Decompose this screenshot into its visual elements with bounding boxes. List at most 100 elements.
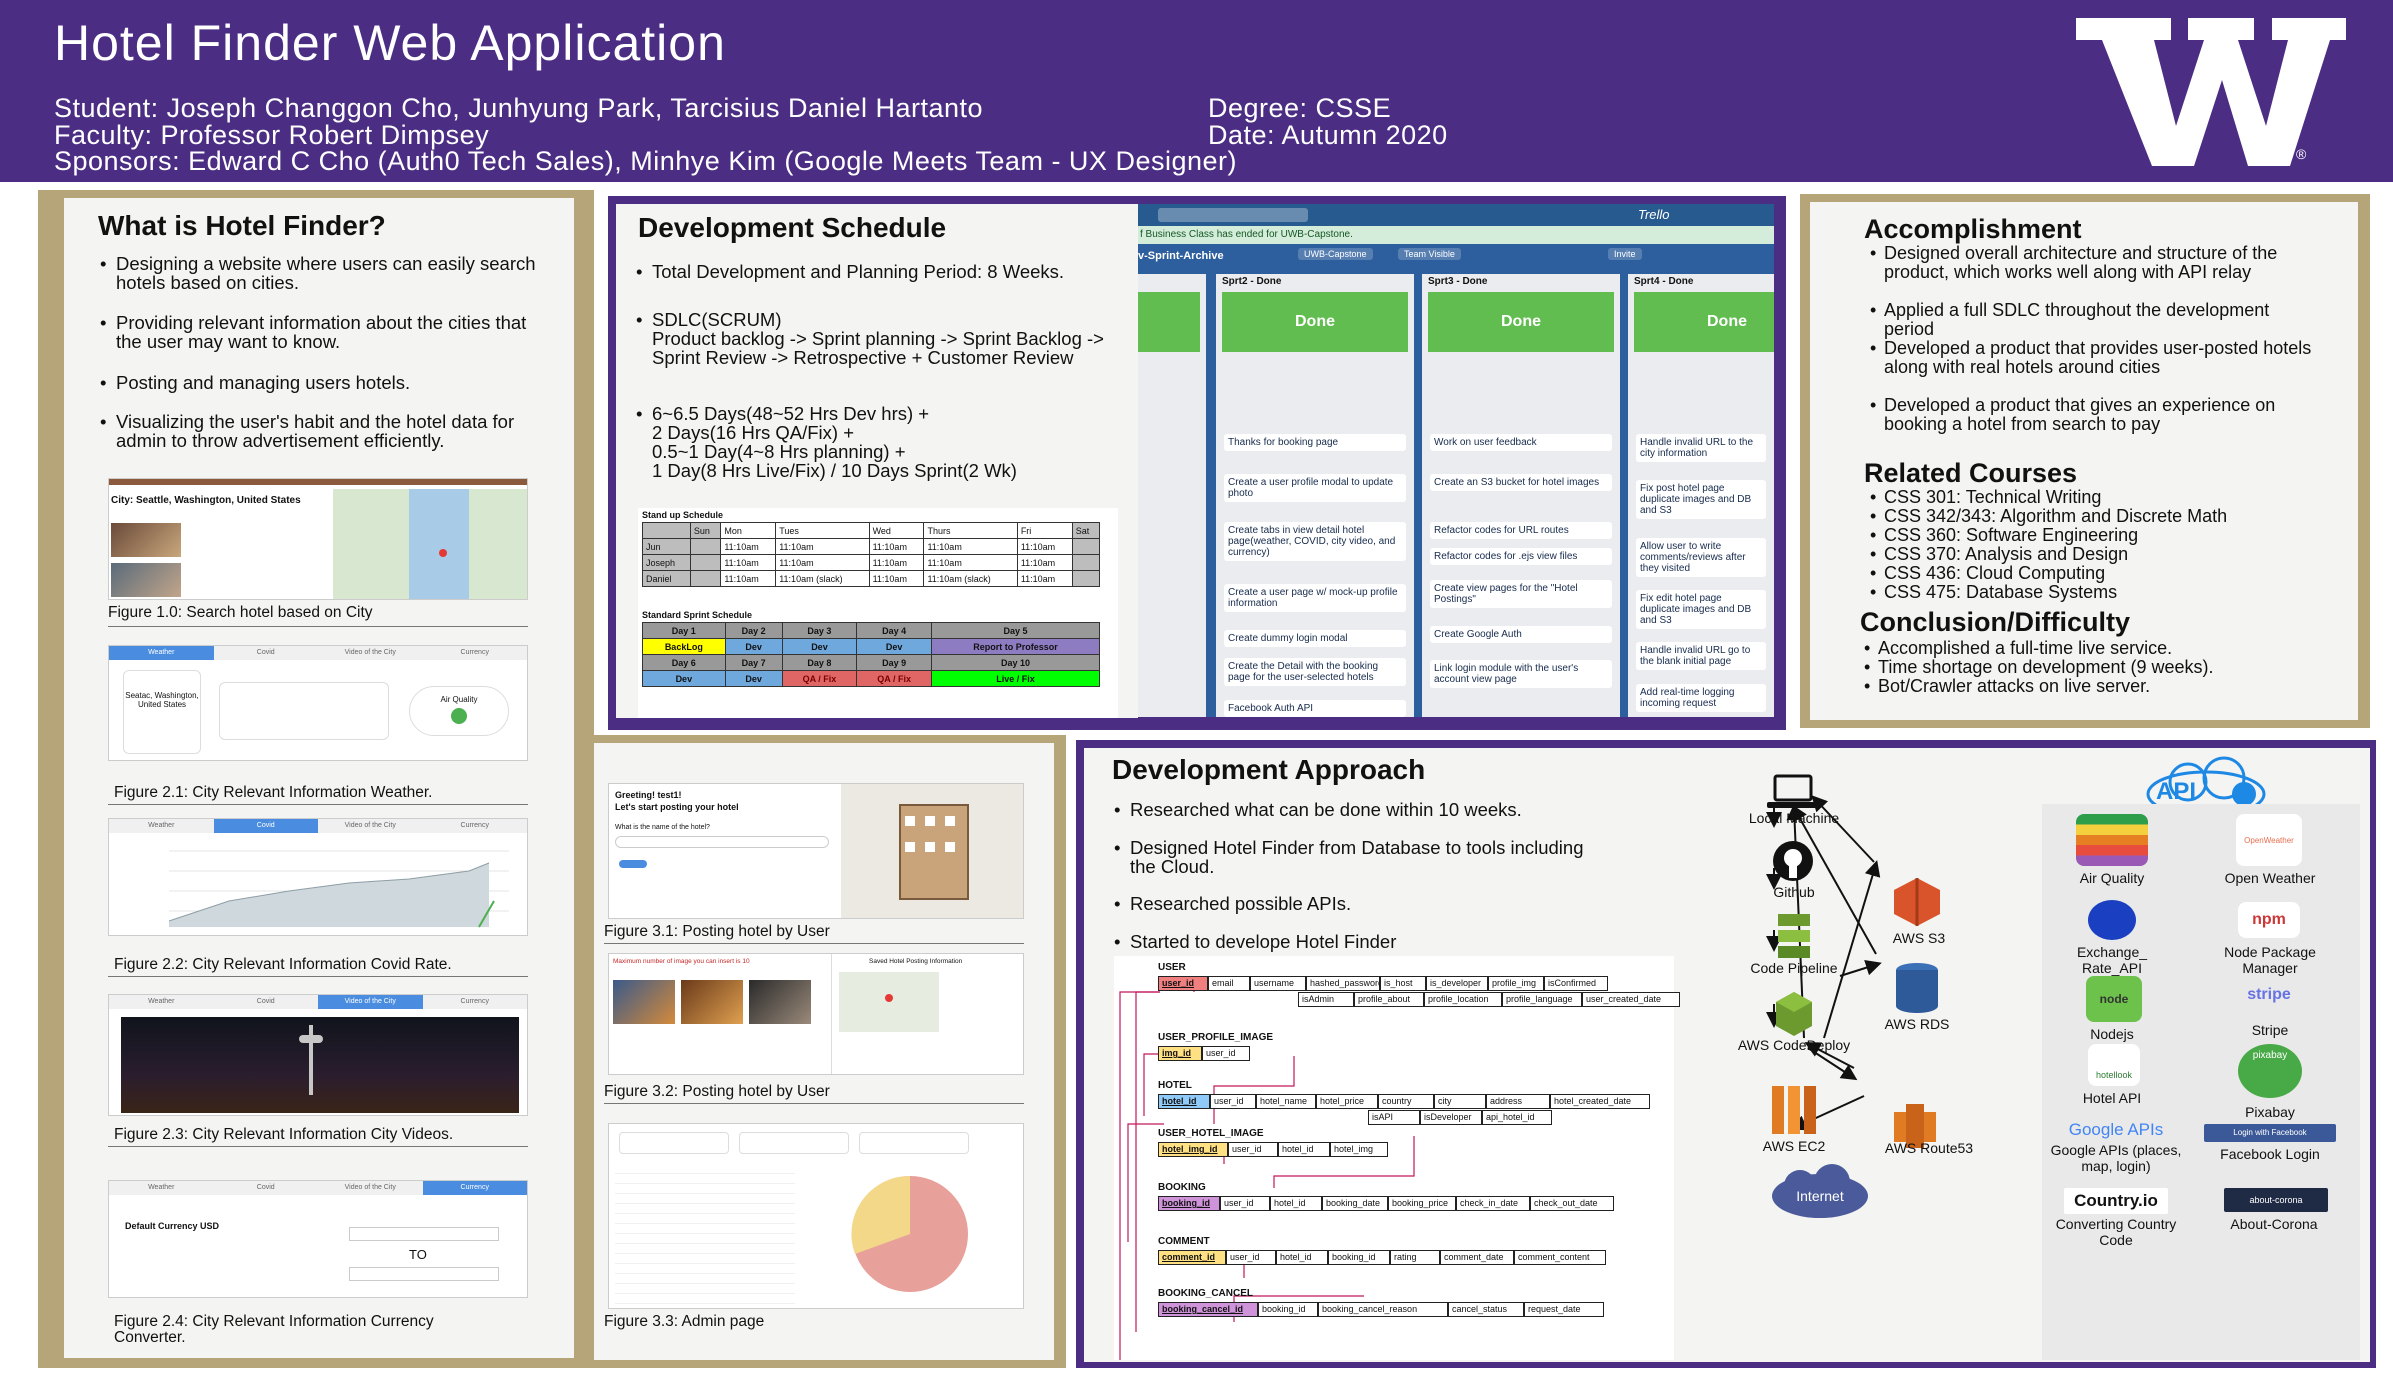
- trello-card[interactable]: Fix edit hotel page duplicate images and…: [1636, 590, 1766, 629]
- standup-cell: [689, 554, 722, 571]
- tab-video[interactable]: Video of the City: [344, 649, 396, 656]
- standup-cell: 11:10am: [720, 554, 777, 571]
- schedule-bullet-2: •SDLC(SCRUM)Product backlog -> Sprint pl…: [636, 309, 1104, 368]
- local-machine-label: Local Machine: [1748, 810, 1840, 826]
- sprint-day-cell: Day 5: [930, 622, 1101, 639]
- trello-card[interactable]: Create dummy login modal: [1224, 630, 1406, 647]
- tab-currency[interactable]: Currency: [460, 998, 489, 1005]
- tab-weather[interactable]: Weather: [148, 822, 175, 829]
- city-video-player[interactable]: [121, 1017, 519, 1113]
- tab-weather[interactable]: Weather: [148, 998, 175, 1005]
- tab-currency[interactable]: Currency: [422, 1181, 527, 1195]
- admin-pie-chart: [851, 1175, 968, 1292]
- figure-3-1-screenshot: Greeting! test1! Let's start posting you…: [608, 783, 1024, 919]
- db-field: api_hotel_id: [1482, 1110, 1552, 1125]
- laptop-icon: [1767, 774, 1819, 808]
- currency-input[interactable]: [349, 1227, 499, 1241]
- next-button[interactable]: [619, 860, 647, 868]
- acc-bullet-2: •Applied a full SDLC throughout the deve…: [1870, 300, 2270, 339]
- db-field: user_id: [1228, 1142, 1278, 1157]
- db-field: hotel_img: [1330, 1142, 1388, 1157]
- tab-currency[interactable]: Currency: [460, 649, 489, 656]
- admin-user-table: [615, 1164, 795, 1304]
- courses-title: Related Courses: [1864, 458, 2078, 488]
- schedule-bullet-1: •Total Development and Planning Period: …: [636, 261, 1065, 282]
- tab-video[interactable]: Video of the City: [344, 1184, 396, 1191]
- trello-card[interactable]: Allow user to write comments/reviews aft…: [1636, 538, 1766, 577]
- trello-col-title: Sprt4 - Done: [1634, 276, 1694, 287]
- db-field: comment_id: [1158, 1250, 1226, 1265]
- standup-cell: Fri: [1016, 522, 1073, 539]
- trello-visibility-button[interactable]: Team Visible: [1398, 248, 1461, 260]
- trello-card[interactable]: Create tabs in view detail hotel page(we…: [1224, 522, 1406, 561]
- db-field: comment_content: [1514, 1250, 1606, 1265]
- trello-card[interactable]: Thanks for booking page: [1224, 434, 1406, 451]
- api-facebook: Facebook Login: [2220, 1146, 2320, 1162]
- db-field: hotel_name: [1256, 1094, 1316, 1109]
- sprint-day-cell: Day 7: [724, 654, 783, 671]
- standup-cell: 11:10am: [775, 554, 870, 571]
- trello-search-input[interactable]: [1158, 208, 1308, 222]
- tab-weather[interactable]: Weather: [148, 1184, 175, 1191]
- aws-route53-icon: [1894, 1104, 1936, 1148]
- trello-card[interactable]: Create view pages for the "Hotel Posting…: [1430, 580, 1612, 608]
- trello-card[interactable]: Create Google Auth: [1430, 626, 1612, 643]
- schedule-bullet-3: •6~6.5 Days(48~52 Hrs Dev hrs) +2 Days(1…: [636, 403, 1017, 481]
- db-field: username: [1250, 976, 1306, 991]
- approach-panel: Development Approach •Researched what ca…: [1076, 740, 2376, 1368]
- acc-bullet-3: •Developed a product that provides user-…: [1870, 338, 2312, 377]
- tab-covid[interactable]: Covid: [256, 1184, 275, 1191]
- conclusion-1: •Accomplished a full-time live service.: [1864, 638, 2173, 658]
- greeting-sub: Let's start posting your hotel: [615, 802, 739, 812]
- trello-card[interactable]: Refactor codes for .ejs view files: [1430, 548, 1612, 565]
- registered-mark: ®: [2296, 146, 2307, 162]
- schedule-inner: Development Schedule •Total Development …: [616, 204, 1138, 718]
- date-line: Date: Autumn 2020: [1208, 120, 1448, 150]
- trello-team-button[interactable]: UWB-Capstone: [1298, 248, 1373, 260]
- sprint-task-cell: Dev: [856, 638, 932, 655]
- tab-covid[interactable]: Covid: [213, 819, 318, 833]
- trello-card[interactable]: Work on user feedback: [1430, 434, 1612, 451]
- what-bullet-3: •Posting and managing users hotels.: [100, 372, 411, 393]
- hotel-name-input[interactable]: [615, 836, 829, 848]
- tab-video[interactable]: Video of the City: [344, 822, 396, 829]
- course-4: •CSS 370: Analysis and Design: [1870, 544, 2129, 564]
- trello-card[interactable]: Refactor codes for URL routes: [1430, 522, 1612, 539]
- api-npm: Node Package Manager: [2224, 944, 2316, 976]
- trello-card[interactable]: Handle invalid URL go to the blank initi…: [1636, 642, 1766, 670]
- trello-card[interactable]: Fix post hotel page duplicate images and…: [1636, 480, 1766, 519]
- table-user-label: USER: [1158, 962, 1186, 973]
- db-field: hotel_id: [1276, 1250, 1328, 1265]
- divider: [108, 976, 528, 977]
- api-air-quality: Air Quality: [2079, 870, 2145, 886]
- aws-ec2-icon: [1772, 1086, 1816, 1134]
- trello-card[interactable]: Create a user profile modal to update ph…: [1224, 474, 1406, 502]
- tab-currency[interactable]: Currency: [460, 822, 489, 829]
- tab-weather[interactable]: Weather: [109, 646, 214, 660]
- codedeploy-label: AWS CodeDeploy: [1737, 1037, 1851, 1053]
- trello-card[interactable]: Create a user page w/ mock-up profile in…: [1224, 584, 1406, 612]
- internet-cloud-icon: [1772, 1164, 1868, 1218]
- aws-ec2-label: AWS EC2: [1762, 1138, 1826, 1154]
- divider: [108, 626, 528, 627]
- figure-2-3-screenshot: Weather Covid Video of the City Currency: [108, 994, 528, 1116]
- trello-card[interactable]: Link login module with the user's accoun…: [1430, 660, 1612, 688]
- tab-covid[interactable]: Covid: [256, 998, 275, 1005]
- degree-line: Degree: CSSE: [1208, 93, 1392, 123]
- tab-covid[interactable]: Covid: [256, 649, 275, 656]
- sprint-day-cell: Day 3: [781, 622, 858, 639]
- trello-card[interactable]: Add real-time logging incoming request: [1636, 684, 1766, 712]
- trello-card[interactable]: Create an S3 bucket for hotel images: [1430, 474, 1612, 491]
- trello-card[interactable]: Handle invalid URL to the city informati…: [1636, 434, 1766, 462]
- tab-video[interactable]: Video of the City: [318, 995, 423, 1009]
- currency-output[interactable]: [349, 1267, 499, 1281]
- table-upi-label: USER_PROFILE_IMAGE: [1158, 1032, 1274, 1043]
- trello-card[interactable]: Create the Detail with the booking page …: [1224, 658, 1406, 686]
- trello-invite-button[interactable]: Invite: [1608, 248, 1642, 260]
- db-field: is_developer: [1426, 976, 1488, 991]
- trello-card[interactable]: Facebook Auth API: [1224, 700, 1406, 717]
- api-hotel: Hotel API: [2082, 1090, 2142, 1106]
- db-relationship-lines: [1119, 979, 1415, 1360]
- aws-rds-label: AWS RDS: [1884, 1016, 1950, 1032]
